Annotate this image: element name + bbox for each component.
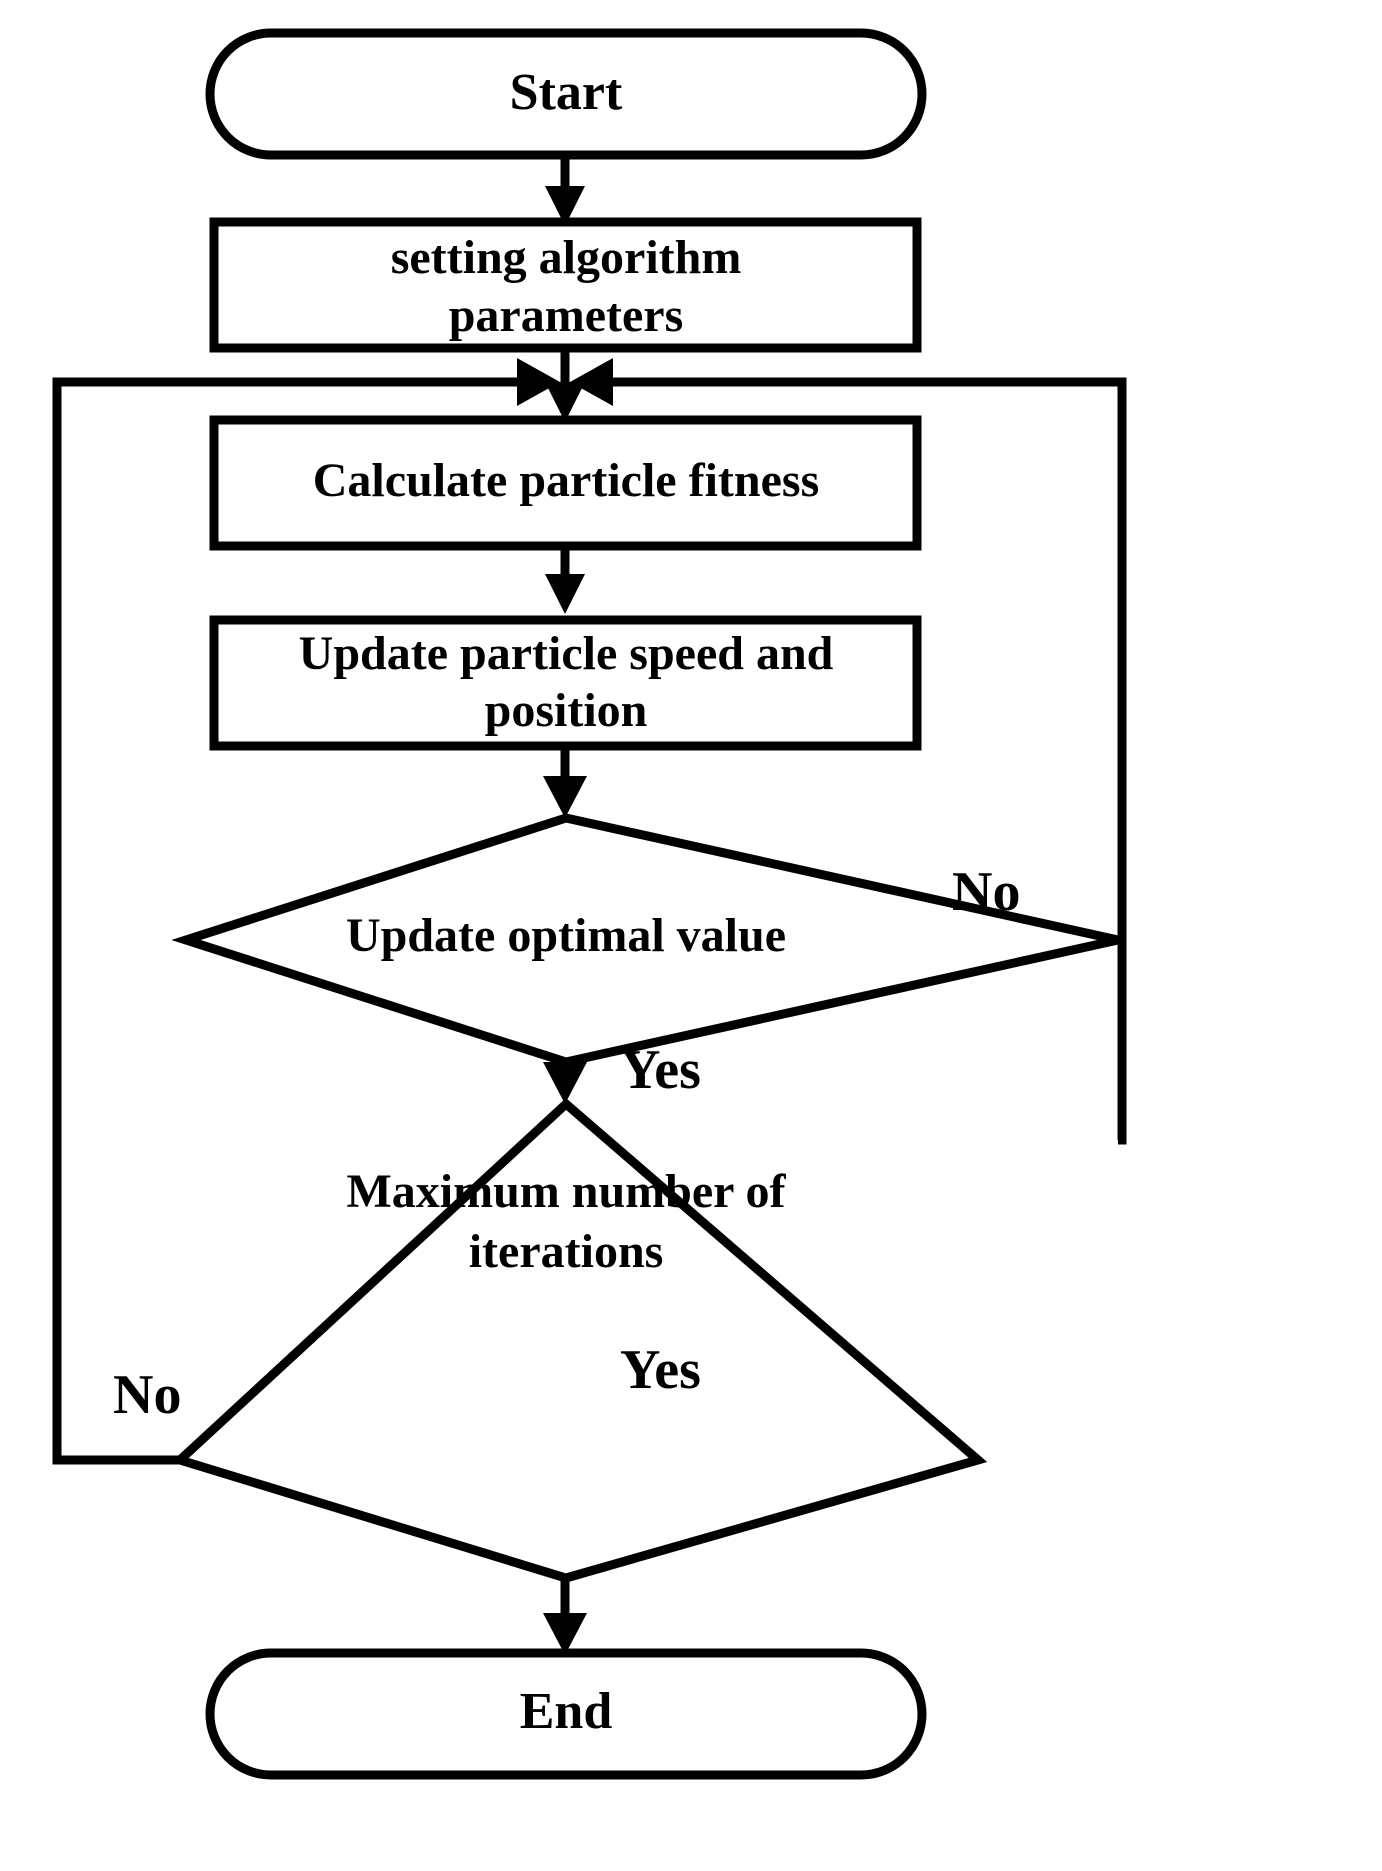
node-calculate-particle-fitness[interactable]: Calculate particle fitness xyxy=(209,415,922,551)
edge-label-optimal-yes: Yes xyxy=(620,1039,701,1101)
edge-label-maxiter-yes: Yes xyxy=(620,1339,701,1401)
arrowhead-right-icon xyxy=(517,358,560,406)
edge-start-to-params xyxy=(545,155,585,226)
node-setting-algorithm-parameters[interactable]: setting algorithm parameters xyxy=(209,217,922,353)
params-label-line2: parameters xyxy=(449,289,684,342)
edge-maxiter-yes-to-end xyxy=(543,1578,587,1655)
node-start[interactable]: Start xyxy=(205,28,927,160)
maxiter-label-line1: Maximum number of xyxy=(346,1165,786,1218)
arrowhead-down-icon xyxy=(545,574,585,614)
edge-junction-to-fitness xyxy=(545,382,585,422)
params-label-line1: setting algorithm xyxy=(391,231,742,284)
maxiter-label-line2: iterations xyxy=(469,1225,664,1278)
start-label: Start xyxy=(510,64,623,121)
maxiter-decision-shape xyxy=(171,1097,988,1583)
arrowhead-down-icon xyxy=(543,776,587,818)
node-update-particle-speed-position[interactable]: Update particle speed and position xyxy=(209,615,922,751)
edge-label-optimal-no: No xyxy=(952,861,1020,923)
arrowhead-down-icon xyxy=(543,1062,587,1104)
optimal-decision-shape-true xyxy=(171,813,1119,1067)
arrowhead-left-icon xyxy=(570,358,613,406)
node-update-optimal-value[interactable]: Update optimal value xyxy=(171,813,1119,1067)
arrowhead-down-icon xyxy=(543,1613,587,1655)
fitness-process-shape xyxy=(209,415,922,551)
arrowhead-down-icon xyxy=(545,382,585,422)
end-terminal-shape xyxy=(205,1648,927,1780)
params-process-shape xyxy=(209,217,922,353)
arrowhead-down-icon xyxy=(545,186,585,226)
edge-update-to-optimal xyxy=(543,745,587,818)
update-process-shape xyxy=(209,615,922,751)
optimal-label: Update optimal value xyxy=(346,909,786,962)
end-label: End xyxy=(520,1683,613,1740)
edge-optimal-no-feedback xyxy=(570,358,1127,1145)
edge-maxiter-no-feedback xyxy=(52,358,560,1465)
start-terminal-shape xyxy=(205,28,927,160)
edge-label-maxiter-no: No xyxy=(113,1364,181,1426)
node-maximum-number-of-iterations[interactable]: Maximum number of iterations xyxy=(171,1097,988,1583)
node-end[interactable]: End xyxy=(205,1648,927,1780)
update-label-line1: Update particle speed and xyxy=(299,627,834,680)
update-label-line2: position xyxy=(485,684,648,737)
fitness-label-line1: Calculate particle fitness xyxy=(313,454,820,507)
edge-fitness-to-update xyxy=(545,546,585,614)
